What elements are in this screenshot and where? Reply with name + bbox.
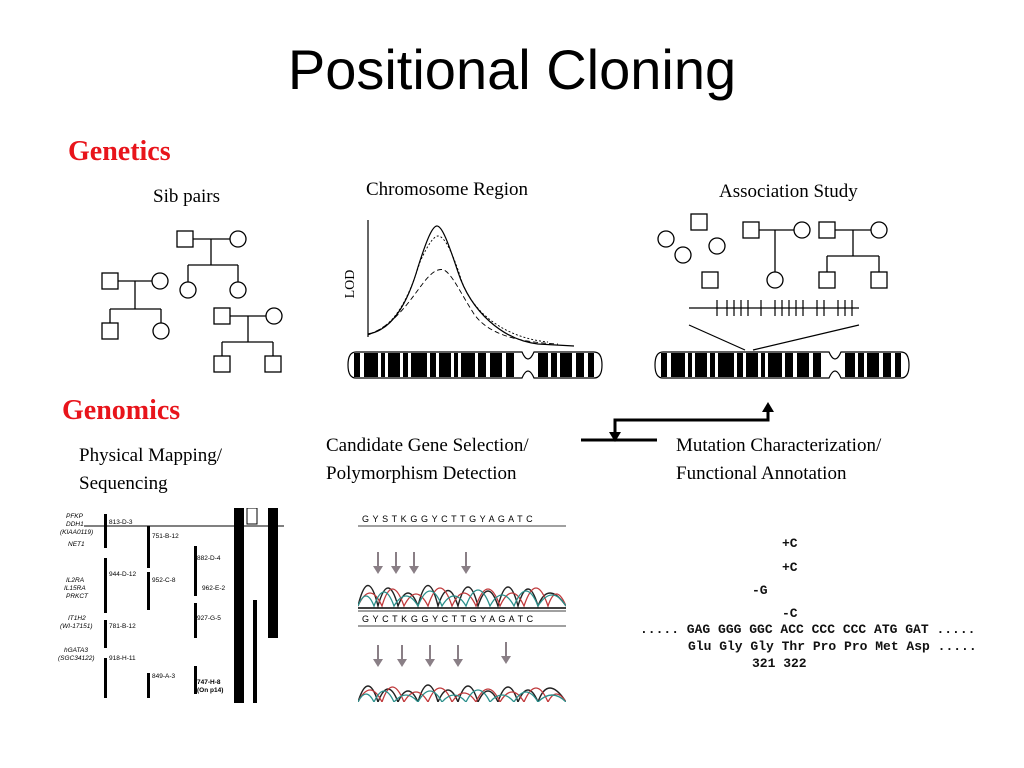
marker-label-944-d-12: 944-D-12: [109, 571, 136, 578]
codon-numbers: 321 322: [752, 656, 807, 671]
candidate-gene-line-2: Polymorphism Detection: [326, 463, 517, 484]
deletion-2: -C: [782, 606, 798, 621]
lod-score-plot: LOD: [343, 220, 603, 379]
physical-mapping-line-1: Physical Mapping/: [79, 445, 223, 466]
sib-pairs-pedigree: [101, 230, 283, 373]
physical-mapping-label: Physical Mapping/ Sequencing: [79, 442, 222, 498]
mutation-characterization-label: Mutation Characterization/ Functional An…: [676, 432, 881, 488]
mutation-line-1: Mutation Characterization/: [676, 435, 882, 456]
protein-sequence-line: Glu Gly Gly Thr Pro Pro Met Asp .....: [688, 639, 977, 654]
marker-label-751-b-12: 751-B-12: [152, 533, 179, 540]
marker-label-781-b-12: 781-B-12: [109, 623, 136, 630]
gene-label-kiaa0119: (KIAA0119): [60, 529, 93, 536]
deletion-1: -G: [752, 583, 768, 598]
candidate-gene-label: Candidate Gene Selection/ Polymorphism D…: [326, 432, 529, 488]
insertion-2: +C: [782, 560, 798, 575]
marker-label-962-e-2: 962-E-2: [202, 585, 226, 592]
section-heading-genomics: Genomics: [62, 395, 181, 426]
marker-label-849-a-3: 849-A-3: [152, 673, 176, 680]
slide-title: Positional Cloning: [287, 38, 737, 101]
marker-label-882-d-4: 882-D-4: [197, 555, 221, 562]
gene-label-sgc34122: (SGC34122): [58, 655, 95, 662]
section-heading-genetics: Genetics: [68, 136, 171, 167]
marker-label-on-p14: (On p14): [197, 687, 223, 694]
marker-label-952-c-8: 952-C-8: [152, 577, 176, 584]
physical-map-panel: PFKP DDH1 (KIAA0119) NET1 IL2RA IL15RA P…: [44, 508, 284, 703]
insertion-1: +C: [782, 536, 798, 551]
marker-label-813-d-3: 813-D-3: [109, 519, 133, 526]
gene-label-il15ra: IL15RA: [64, 585, 86, 592]
physical-mapping-line-2: Sequencing: [79, 473, 168, 494]
marker-label-747-h-8: 747-H-8: [197, 679, 221, 686]
sequence-trace-panel: G Y S T K G G Y C T T G Y A G A T C G Y …: [358, 510, 566, 702]
gene-label-it1h2: IT1H2: [68, 615, 86, 622]
gene-label-net1: NET1: [68, 541, 85, 548]
gene-label-il2ra: IL2RA: [66, 577, 84, 584]
mutation-line-2: Functional Annotation: [676, 463, 847, 484]
sib-pairs-label: Sib pairs: [153, 186, 221, 207]
bottom-sequence-text: G Y C T K G G Y C T T G Y A G A T C: [362, 614, 534, 624]
association-study-diagram: [654, 213, 910, 379]
top-sequence-text: G Y S T K G G Y C T T G Y A G A T C: [362, 514, 533, 524]
gene-label-wi17151: (WI-17151): [60, 623, 93, 630]
gene-label-pfkp: PFKP: [66, 513, 84, 520]
dna-sequence-line: ..... GAG GGG GGC ACC CCC CCC ATG GAT ..…: [640, 622, 976, 637]
candidate-gene-line-1: Candidate Gene Selection/: [326, 435, 529, 456]
lod-axis-label: LOD: [343, 270, 358, 299]
feedback-arrow: [581, 402, 774, 442]
gene-label-prkct: PRKCT: [66, 593, 89, 600]
marker-label-918-h-11: 918-H-11: [109, 655, 136, 662]
gene-label-hgata3: hGATA3: [64, 647, 88, 654]
marker-label-927-g-5: 927-G-5: [197, 615, 221, 622]
mutation-sequence-panel: +C +C -G -C ..... GAG GGG GGC ACC CCC CC…: [636, 530, 988, 675]
association-study-label: Association Study: [719, 181, 858, 202]
chromosome-region-label: Chromosome Region: [366, 179, 529, 200]
gene-label-ddh1: DDH1: [66, 521, 84, 528]
